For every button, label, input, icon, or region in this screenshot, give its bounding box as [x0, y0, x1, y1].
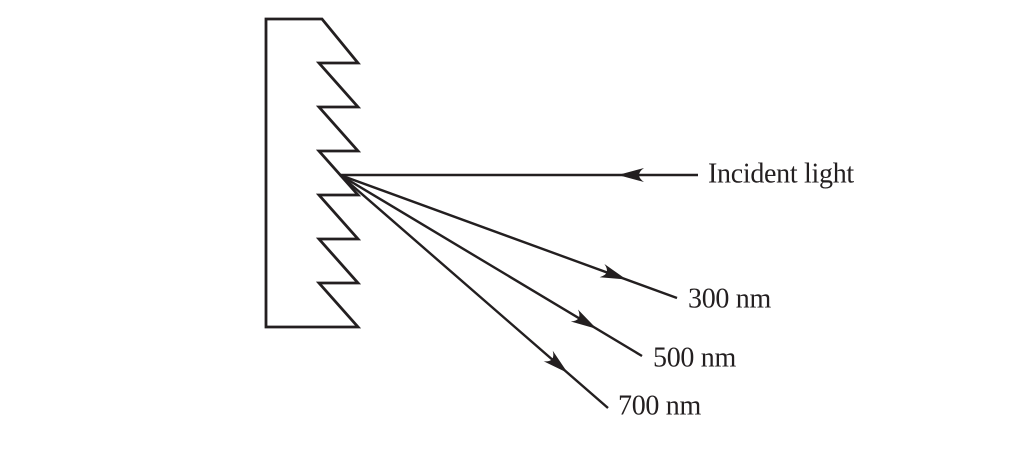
light-rays	[339, 168, 698, 409]
incident-ray-arrowhead	[618, 168, 644, 182]
diffraction-grating	[264, 17, 362, 329]
ray-label-500nm: 500 nm	[653, 342, 736, 374]
diffracted-ray-arrowhead-700nm	[543, 350, 568, 374]
incident-light-label: Incident light	[708, 158, 854, 190]
ray-label-300nm: 300 nm	[688, 283, 771, 315]
diffracted-ray-arrowhead-300nm	[599, 264, 627, 280]
diffraction-grating-shape	[264, 17, 362, 329]
diffracted-ray-arrowhead-500nm	[570, 309, 597, 329]
ray-label-700nm: 700 nm	[618, 390, 701, 422]
